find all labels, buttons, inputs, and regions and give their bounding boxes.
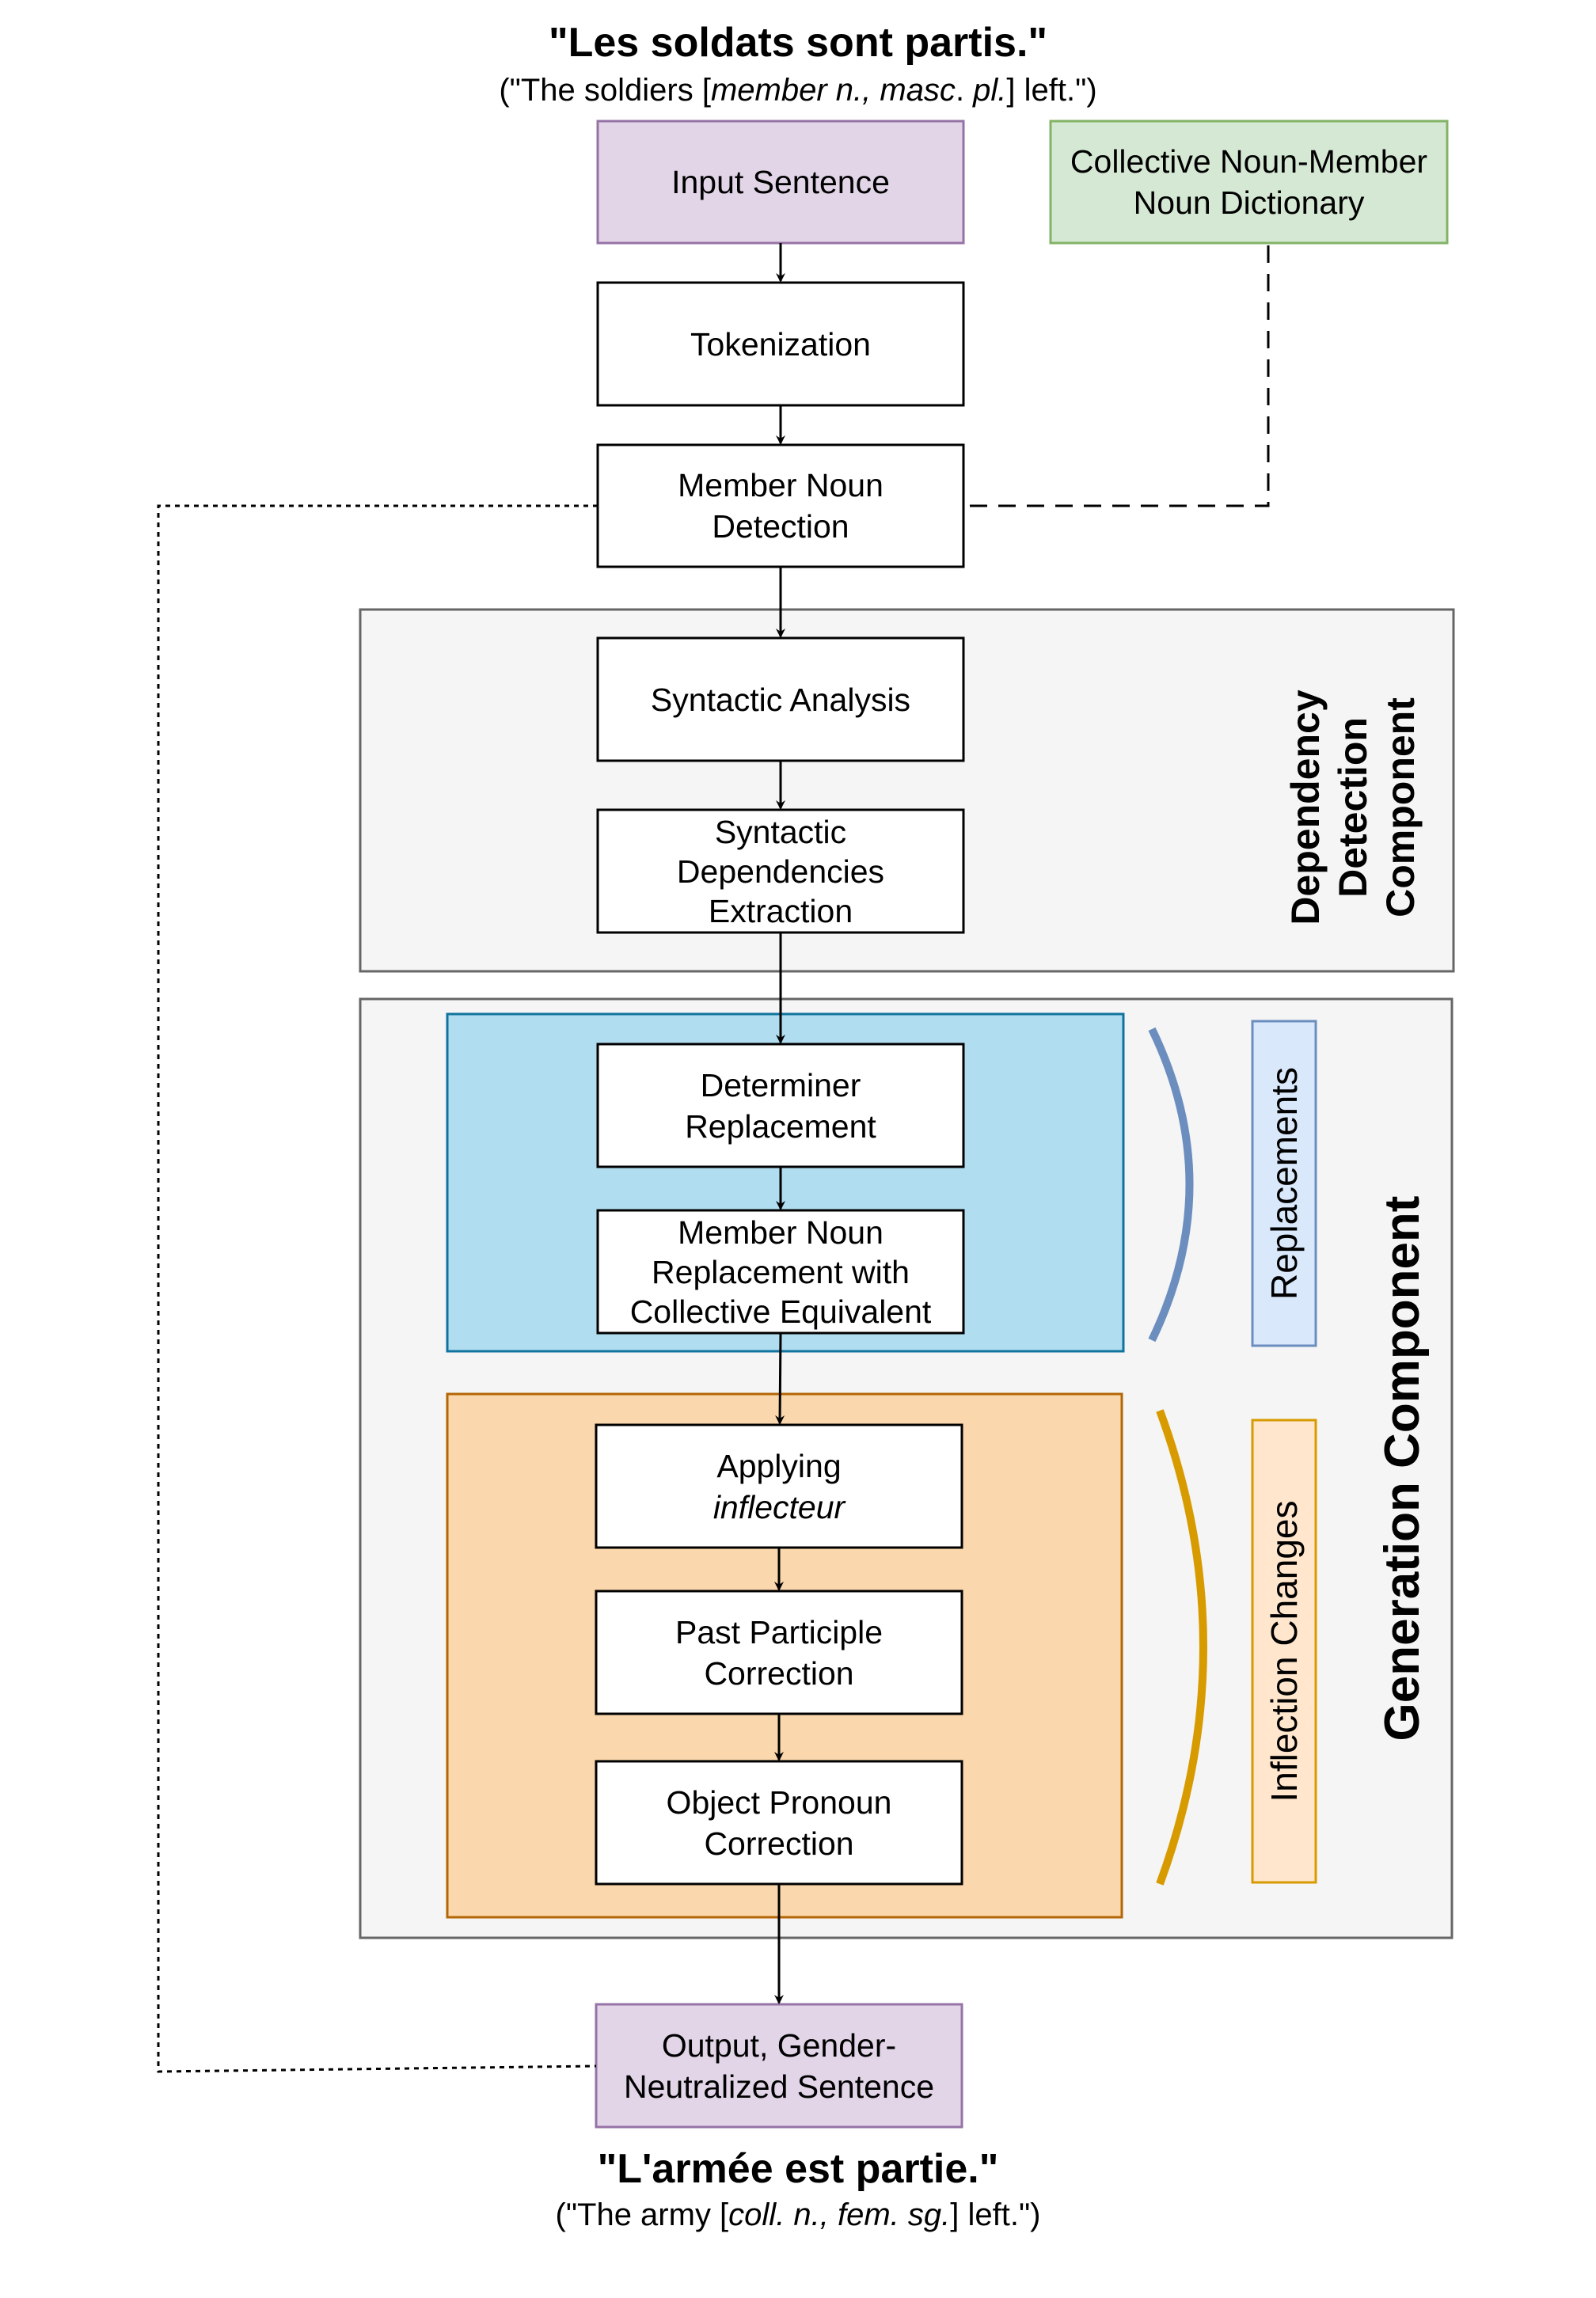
input-gloss-tag-2: pl. [973,73,1007,108]
syntactic-analysis-node [596,636,965,762]
output-sentence-label: Output, Gender- Neutralized Sentence [596,2004,962,2127]
determiner-replacement-line-2: Replacement [685,1107,876,1145]
determiner-replacement-node [596,1043,965,1168]
syntactic-dependencies-label: Syntactic Dependencies Extraction [598,810,963,932]
inflection-changes-tag [1251,1419,1317,1884]
generation-component-title: Generation Component [1374,1195,1430,1742]
member-noun-detection-node [596,443,965,568]
inflection-changes-label: Inflection Changes [1264,1500,1305,1802]
replacements-label: Replacements [1264,1066,1305,1301]
syntactic-analysis-label: Syntactic Analysis [650,681,911,718]
arrow-member-replacement-to-inflecteur [775,1332,785,1425]
applying-inflecteur-line-1: Applying [716,1447,842,1484]
output-sentence-line-1: Output, Gender- [661,2026,897,2064]
syntactic-dependencies-line-3: Extraction [708,892,853,929]
member-noun-detection-line-1: Member Noun [678,467,884,503]
output-sentence-node [595,2003,963,2129]
dependency-detection-title-line-2: Detection [1331,717,1375,898]
past-participle-label: Past Participle Correction [596,1591,962,1714]
object-pronoun-line-1: Object Pronoun [666,1783,892,1821]
dictionary-label-line-1: Collective Noun-Member [1070,143,1428,180]
output-example-gloss: ("The army [coll. n., fem. sg.] left.") [0,2194,1596,2235]
applying-inflecteur-node [595,1423,963,1549]
replacements-brace [1148,1027,1194,1343]
input-sentence-label: Input Sentence [671,164,890,200]
dependency-detection-title: Dependency Detection Component [1278,649,1428,966]
dictionary-label-line-2: Noun Dictionary [1133,184,1365,221]
detection-to-output-connector [157,504,598,2073]
dependency-detection-title-line-1: Dependency [1283,689,1328,925]
dictionary-node [1049,120,1449,245]
member-noun-detection-line-2: Detection [712,508,849,545]
output-gloss-prefix: ("The army [ [555,2197,729,2232]
past-participle-node [595,1590,963,1715]
member-noun-replacement-line-3: Collective Equivalent [629,1293,932,1330]
inflection-brace [1156,1409,1207,1886]
object-pronoun-line-2: Correction [704,1825,854,1862]
input-example-gloss: ("The soldiers [member n., masc. pl.] le… [0,70,1596,111]
past-participle-line-2: Correction [704,1654,854,1692]
output-sentence-line-2: Neutralized Sentence [623,2068,935,2105]
past-participle-line-1: Past Participle [674,1613,884,1650]
syntactic-dependencies-line-1: Syntactic [714,813,847,850]
applying-inflecteur-line-2: inflecteur [712,1488,846,1525]
member-noun-replacement-line-2: Replacement with [652,1253,910,1290]
dependency-detection-title-line-3: Component [1378,697,1423,917]
output-gloss-tag-1: coll. n., fem. sg. [728,2197,951,2232]
replacements-tag [1251,1020,1317,1347]
input-gloss-suffix: ] left.") [1006,73,1097,108]
output-example-sentence: "L'armée est partie." [597,2146,999,2192]
member-noun-replacement-line-1: Member Noun [678,1214,884,1251]
dictionary-label: Collective Noun-Member Noun Dictionary [1051,121,1447,243]
input-gloss-prefix: ("The soldiers [ [499,73,711,108]
output-gloss-suffix: ] left.") [950,2197,1041,2232]
tokenization-label: Tokenization [690,325,871,363]
determiner-replacement-line-1: Determiner [700,1066,861,1103]
input-example-sentence: "Les soldats sont partis." [548,20,1048,66]
syntactic-dependencies-node [596,808,965,934]
member-noun-replacement-node [596,1209,965,1335]
object-pronoun-node [595,1760,963,1886]
object-pronoun-label: Object Pronoun Correction [596,1761,962,1884]
input-gloss-tag-1: member n., masc [710,73,956,108]
input-gloss-mid: . [955,73,974,108]
input-sentence-node [596,120,965,245]
member-noun-replacement-label: Member Noun Replacement with Collective … [598,1210,963,1333]
member-noun-detection-label: Member Noun Detection [598,445,963,567]
applying-inflecteur-label: Applying inflecteur [596,1425,962,1548]
syntactic-dependencies-line-2: Dependencies [676,853,885,890]
determiner-replacement-label: Determiner Replacement [598,1044,963,1167]
dictionary-to-detection-connector [963,245,1270,507]
